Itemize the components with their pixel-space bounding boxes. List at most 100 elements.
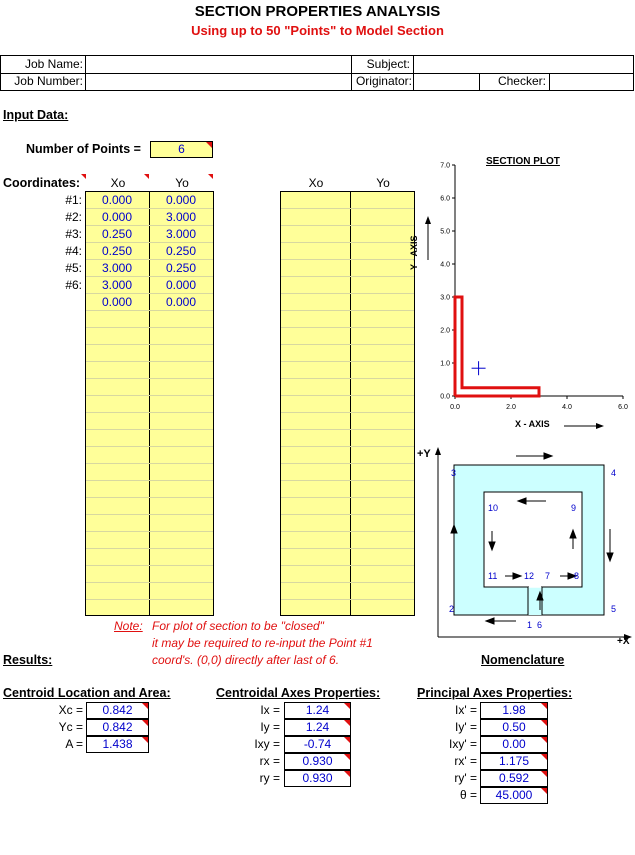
grid-line [281, 582, 414, 583]
section-plot-title: SECTION PLOT [486, 156, 560, 167]
xo-cell[interactable]: 3.000 [101, 278, 133, 292]
xo-cell[interactable]: 0.250 [101, 227, 133, 241]
grid-line [281, 565, 414, 566]
corner-number: 4 [611, 468, 617, 478]
y-tick-label: 1.0 [440, 361, 450, 368]
grid-line [86, 395, 213, 396]
centroidal-value: 1.24 [305, 703, 330, 717]
note-label: Note: [114, 619, 143, 633]
page-subtitle: Using up to 50 "Points" to Model Section [191, 23, 444, 38]
principal-label: Iy' = [455, 720, 477, 734]
grid-line [281, 378, 414, 379]
centroidal-value: 1.24 [305, 720, 330, 734]
principal-value: 45.000 [495, 788, 533, 802]
num-points-input[interactable]: 6 [150, 141, 213, 158]
grid-line [86, 429, 213, 430]
plus-x-label: +X [617, 636, 630, 647]
grid-line [86, 225, 213, 226]
originator-field[interactable] [415, 74, 475, 89]
grid-line [86, 242, 213, 243]
inner-corner-number: 7 [545, 571, 551, 581]
grid-line [281, 429, 414, 430]
centroidal-value: -0.74 [303, 737, 332, 751]
centroid-label: Yc = [58, 720, 83, 734]
xo-column-2[interactable] [280, 191, 351, 616]
principal-title: Principal Axes Properties: [417, 686, 573, 700]
col-xo-header: Xo [110, 176, 126, 190]
grid-line [281, 310, 414, 311]
centroidal-label: Iy = [260, 720, 280, 734]
inner-corner-number: 10 [488, 503, 499, 513]
grid-line [86, 276, 213, 277]
note-line-1: For plot of section to be "closed" [152, 619, 324, 633]
grid-line [281, 497, 414, 498]
xo-column[interactable] [85, 191, 150, 616]
x-axis-label: X - AXIS [515, 419, 550, 429]
grid-line [281, 412, 414, 413]
grid-line [281, 293, 414, 294]
subject-field[interactable] [415, 57, 630, 72]
centroidal-value-box: 0.930 [284, 753, 351, 770]
principal-label: θ = [459, 788, 477, 802]
inner-corner-number: 8 [574, 571, 580, 581]
input-data-heading: Input Data: [3, 108, 69, 122]
xo-cell[interactable]: 0.250 [101, 244, 133, 258]
grid-line [281, 463, 414, 464]
principal-value-box: 0.592 [480, 770, 548, 787]
principal-value: 0.592 [498, 771, 530, 785]
grid-line [86, 565, 213, 566]
grid-line [281, 361, 414, 362]
inner-corner-number: 9 [571, 503, 577, 513]
principal-value-box: 1.98 [480, 702, 548, 719]
yo-cell[interactable]: 0.000 [165, 295, 197, 309]
principal-value: 1.175 [498, 754, 530, 768]
yo-cell[interactable]: 3.000 [165, 210, 197, 224]
job-number-label: Job Number: [14, 74, 83, 88]
y-tick-label: 5.0 [440, 229, 450, 236]
centroid-title: Centroid Location and Area: [3, 686, 171, 700]
job-number-field[interactable] [87, 74, 347, 89]
yo-cell[interactable]: 0.250 [165, 244, 197, 258]
principal-value: 0.00 [502, 737, 526, 751]
yo-cell[interactable]: 0.250 [165, 261, 197, 275]
xo-cell[interactable]: 3.000 [101, 261, 133, 275]
grid-line [281, 548, 414, 549]
point-index: #6: [65, 278, 82, 292]
yo-column[interactable] [149, 191, 214, 616]
point-index: #2: [65, 210, 82, 224]
grid-line [86, 412, 213, 413]
centroid-value: 0.842 [102, 720, 133, 734]
nomenclature-title: Nomenclature [481, 653, 565, 667]
corner-number: 3 [451, 468, 457, 478]
y-axis-label: Y - AXIS [409, 235, 419, 270]
header-box [0, 55, 634, 91]
yo-cell[interactable]: 0.000 [165, 193, 197, 207]
checker-field[interactable] [551, 74, 631, 89]
grid-line [281, 599, 414, 600]
xo-cell[interactable]: 0.000 [101, 210, 133, 224]
principal-label: Ixy' = [449, 737, 477, 751]
col2-yo-header: Yo [376, 176, 390, 190]
x-tick-label: 6.0 [618, 404, 628, 411]
yo-cell[interactable]: 0.000 [165, 278, 197, 292]
grid-line [281, 446, 414, 447]
start-end-number: 1 6 [527, 620, 543, 630]
results-heading: Results: [3, 653, 53, 667]
grid-line [86, 208, 213, 209]
note-line-2: it may be required to re-input the Point… [152, 636, 373, 650]
grid-line [86, 361, 213, 362]
yo-cell[interactable]: 3.000 [165, 227, 197, 241]
grid-line [86, 497, 213, 498]
job-name-label: Job Name: [24, 57, 83, 71]
xo-cell[interactable]: 0.000 [101, 193, 133, 207]
grid-line [86, 446, 213, 447]
yo-column-2[interactable] [350, 191, 415, 616]
principal-label: ry' = [454, 771, 477, 785]
grid-line [86, 463, 213, 464]
job-name-field[interactable] [87, 57, 347, 72]
corner-number: 5 [611, 604, 617, 614]
col2-xo-header: Xo [308, 176, 324, 190]
xo-cell[interactable]: 0.000 [101, 295, 133, 309]
centroid-value-box: 0.842 [86, 702, 149, 719]
